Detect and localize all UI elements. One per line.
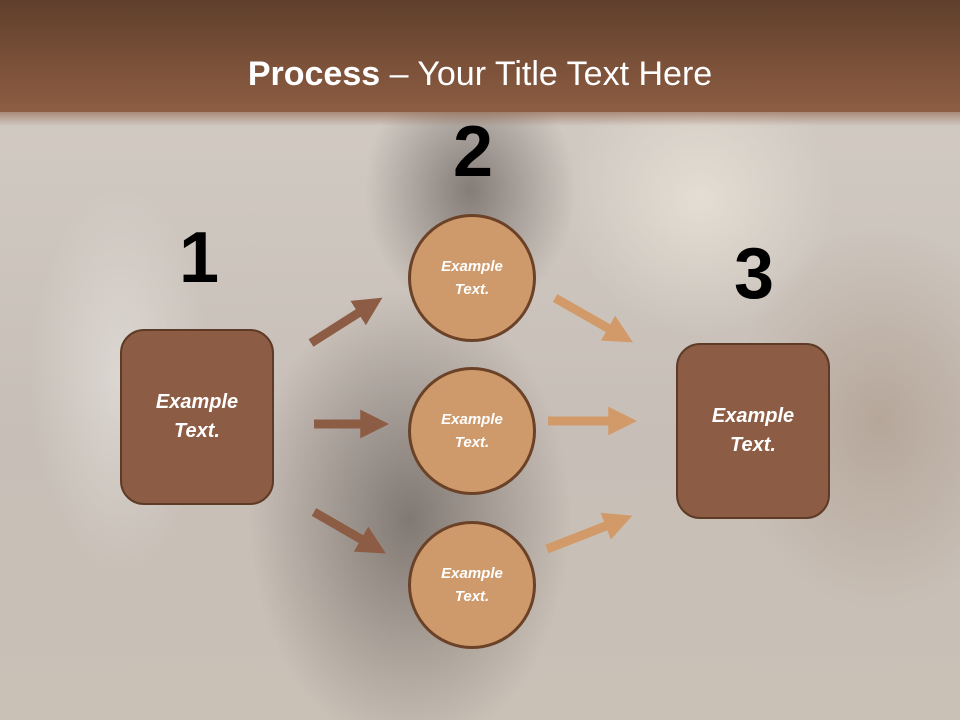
right-box-label: Example Text. (711, 405, 795, 456)
circle-bottom: Example Text. (408, 521, 536, 649)
arrow-top-to-right (552, 294, 634, 343)
arrow-left-to-top (308, 297, 383, 347)
title-band-fade (0, 104, 960, 126)
arrow-left-to-bottom (311, 508, 386, 554)
circle-bottom-label: Example Text. (441, 565, 503, 605)
slide-title: Process – Your Title Text Here (0, 52, 960, 96)
title-band (0, 0, 960, 112)
circle-middle: Example Text. (408, 367, 536, 495)
step-number-3: 3 (733, 234, 775, 314)
arrow-bottom-to-right (545, 512, 633, 554)
circle-top-label: Example Text. (441, 258, 503, 298)
left-box-label: Example Text. (155, 391, 239, 442)
circle-middle-label: Example Text. (441, 411, 503, 451)
right-box: Example Text. (676, 343, 830, 519)
title-bold: Process (247, 55, 381, 93)
title-rest: – Your Title Text Here (380, 55, 713, 93)
step-number-1: 1 (178, 218, 220, 298)
circle-top: Example Text. (408, 214, 536, 342)
left-box: Example Text. (120, 329, 274, 505)
step-number-2: 2 (452, 112, 494, 192)
